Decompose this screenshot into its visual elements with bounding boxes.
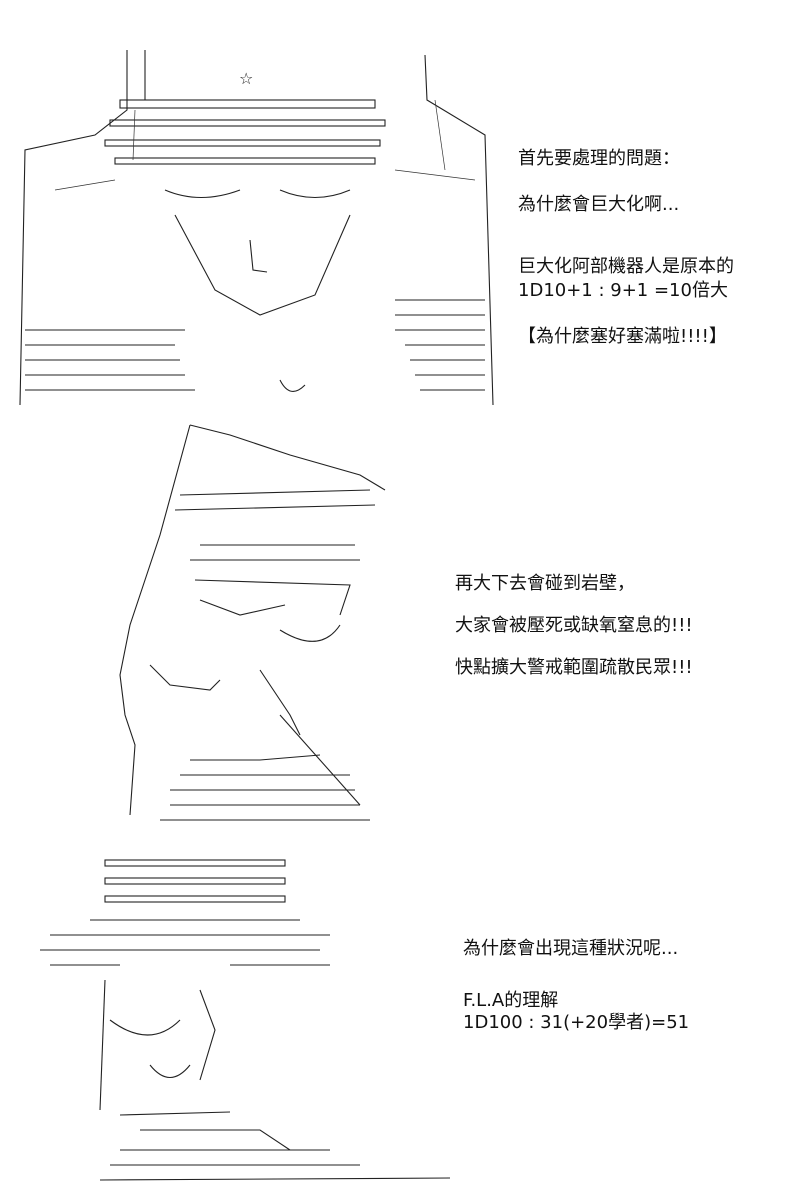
line: 再大下去會碰到岩壁， <box>455 573 635 594</box>
hat-figure-ascii-art <box>40 859 451 1181</box>
line: 為什麼會巨大化啊... <box>518 194 680 215</box>
panel-3-text: 為什麼會出現這種狀況呢... F.L.A的理解 1D100 : 31(+20學者… <box>463 940 689 1032</box>
panel-3: 為什麼會出現這種狀況呢... F.L.A的理解 1D100 : 31(+20學者… <box>0 850 800 1190</box>
line: 快點擴大警戒範圍疏散民眾!!! <box>455 657 693 678</box>
line: 首先要處理的問題： <box>518 148 680 169</box>
line: 巨大化阿部機器人是原本的 <box>518 256 734 277</box>
panel-1: ☆ 首先要處理的問題： 為什麼會巨大化啊... 巨大化阿部機器人是原本的 1D1… <box>0 40 800 410</box>
star-icon: ☆ <box>239 69 253 88</box>
panel-2-text: 再大下去會碰到岩壁， 大家會被壓死或缺氧窒息的!!! 快點擴大警戒範圍疏散民眾!… <box>455 575 693 677</box>
line: 【為什麼塞好塞滿啦!!!!】 <box>518 326 727 347</box>
panel-1-text: 首先要處理的問題： 為什麼會巨大化啊... 巨大化阿部機器人是原本的 1D10+… <box>518 150 734 346</box>
panel-2: 再大下去會碰到岩壁， 大家會被壓死或缺氧窒息的!!! 快點擴大警戒範圍疏散民眾!… <box>0 415 800 845</box>
line: 大家會被壓死或缺氧窒息的!!! <box>455 615 693 636</box>
line: 為什麼會出現這種狀況呢... <box>463 938 679 959</box>
robot-ascii-art: ☆ <box>19 50 494 406</box>
line: 1D100 : 31(+20學者)=51 <box>463 1012 690 1033</box>
line: F.L.A的理解 <box>463 990 559 1011</box>
hooded-figure-ascii-art <box>119 424 386 821</box>
line: 1D10+1 : 9+1 =10倍大 <box>518 280 728 301</box>
